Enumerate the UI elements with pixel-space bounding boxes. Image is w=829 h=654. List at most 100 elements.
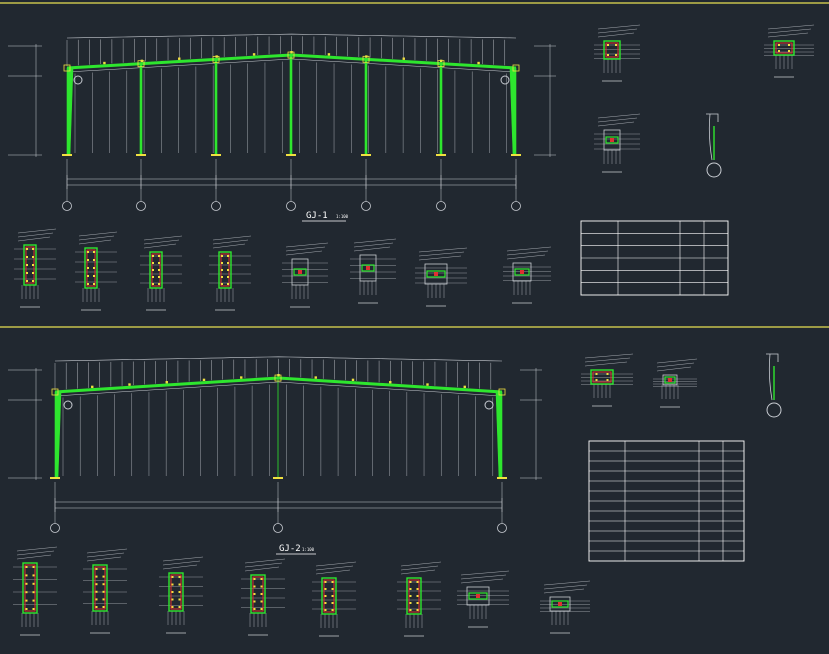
connection-detail[interactable] xyxy=(350,238,397,304)
leader-line xyxy=(143,239,180,245)
bolt-mark xyxy=(87,259,89,261)
stiffener-plate xyxy=(252,576,264,612)
bolt-mark xyxy=(227,255,229,257)
connection-detail[interactable] xyxy=(594,24,641,82)
purlin-bracket-detail xyxy=(766,353,782,418)
bolt-mark xyxy=(32,264,34,266)
connection-detail[interactable] xyxy=(209,235,252,311)
connection-detail[interactable] xyxy=(159,556,204,634)
purlin-cleat xyxy=(277,374,280,377)
purlin-cleat xyxy=(351,378,355,382)
bolt-mark xyxy=(331,609,334,611)
leader-line xyxy=(543,584,588,590)
flange-plate xyxy=(664,376,676,384)
bolt-mark xyxy=(615,44,617,46)
purlin-bracket-detail xyxy=(706,113,722,178)
bolt-mark xyxy=(87,283,89,285)
connection-detail[interactable] xyxy=(14,228,57,308)
connection-detail[interactable] xyxy=(415,247,468,307)
bolt-mark xyxy=(260,608,263,610)
connection-detail[interactable] xyxy=(594,113,641,173)
connection-detail[interactable] xyxy=(653,358,698,408)
base-plate xyxy=(50,477,60,479)
bolt-mark xyxy=(26,264,28,266)
base-plate xyxy=(436,154,446,156)
bolt-mark xyxy=(331,588,334,590)
bolt-mark xyxy=(158,262,160,264)
hinge-symbol xyxy=(484,400,494,410)
bolt-mark xyxy=(95,606,98,608)
section-box xyxy=(512,262,532,282)
bolt-mark xyxy=(178,598,181,601)
connection-detail[interactable] xyxy=(540,580,591,634)
bolt-mark xyxy=(324,581,327,583)
connection-detail[interactable] xyxy=(140,235,183,311)
connection-detail[interactable] xyxy=(312,561,357,637)
connection-detail[interactable] xyxy=(241,558,286,636)
end-plate xyxy=(168,572,184,612)
frame-gj2-label: GJ-2 xyxy=(279,544,301,554)
connection-details[interactable] xyxy=(13,24,815,637)
end-plate xyxy=(92,564,108,612)
leader-line xyxy=(143,235,183,241)
bolt-mark xyxy=(93,267,95,269)
leader-line xyxy=(212,243,246,249)
bolt-mark xyxy=(171,598,174,601)
leader-line xyxy=(418,255,462,261)
connection-detail[interactable] xyxy=(397,561,442,637)
bolt-mark xyxy=(171,583,174,586)
edge-column-member xyxy=(495,391,503,479)
bolt-mark xyxy=(260,585,263,588)
frame-gj1-label: GJ-1 xyxy=(306,211,328,221)
axis-bubble xyxy=(136,201,146,211)
bolt-mark xyxy=(95,575,98,578)
leader-line xyxy=(315,565,354,571)
leader-line xyxy=(767,32,809,38)
leader-line xyxy=(418,251,465,257)
bolt-mark xyxy=(32,599,35,602)
bolt-mark xyxy=(788,50,790,52)
bolt-mark xyxy=(221,255,223,257)
bolt-mark xyxy=(32,591,35,594)
bolt-mark xyxy=(25,591,28,594)
leader-line xyxy=(353,238,397,244)
leader-line xyxy=(143,243,177,249)
connection-detail[interactable] xyxy=(13,546,58,636)
purlin-cleat xyxy=(290,51,293,54)
bolt-mark xyxy=(409,595,412,597)
leader-line xyxy=(400,561,442,567)
connection-detail[interactable] xyxy=(503,246,552,304)
frame-gj2-scale: 1:100 xyxy=(302,547,315,552)
leader-line xyxy=(597,117,638,123)
bolt-mark xyxy=(324,595,327,597)
bolt-mark xyxy=(178,576,181,578)
bolt-mark xyxy=(32,248,34,250)
base-plate xyxy=(273,477,283,479)
frame-gj1-elevation[interactable] xyxy=(8,33,556,211)
end-plate xyxy=(218,251,232,289)
frame-gj2-elevation[interactable] xyxy=(8,356,542,533)
leader-line xyxy=(597,32,635,38)
purlin-cleat xyxy=(389,381,392,384)
end-plate xyxy=(406,577,422,615)
connection-detail[interactable] xyxy=(83,548,128,634)
bolt-mark xyxy=(25,599,28,602)
axis-bubble xyxy=(273,523,283,533)
connection-detail[interactable] xyxy=(764,24,815,78)
leader-line xyxy=(597,28,638,34)
stiffener-plate xyxy=(775,42,793,54)
bolt-mark xyxy=(102,598,105,601)
leader-line xyxy=(767,24,815,30)
purlin-cleat xyxy=(365,55,368,58)
axis-bubble xyxy=(62,201,72,211)
stiffener-plate xyxy=(24,564,36,612)
connection-detail[interactable] xyxy=(581,353,634,407)
leader-line xyxy=(584,357,631,363)
axis-bubble xyxy=(497,523,507,533)
hinge-symbol xyxy=(63,400,73,410)
connection-detail[interactable] xyxy=(457,570,510,628)
axis-bubble xyxy=(436,201,446,211)
connection-detail[interactable] xyxy=(75,231,118,311)
connection-detail[interactable] xyxy=(282,242,329,308)
